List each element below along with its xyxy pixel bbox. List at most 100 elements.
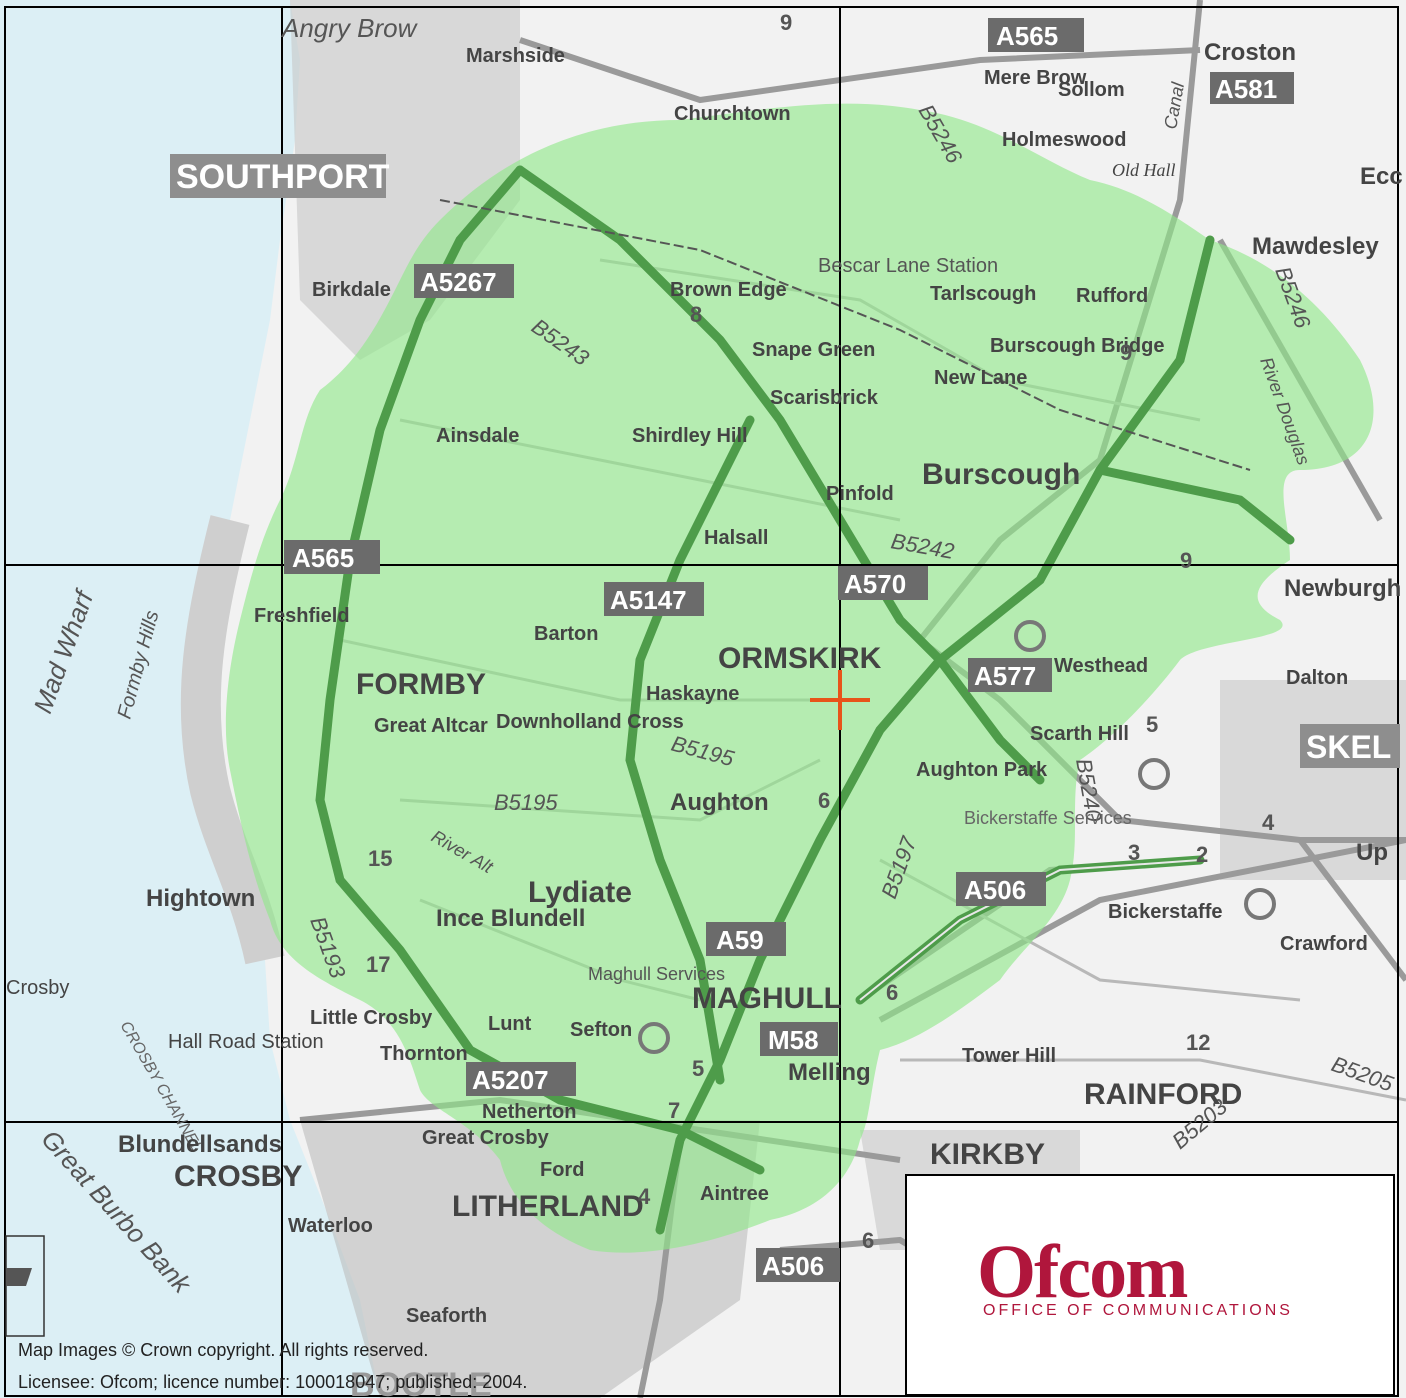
- junction-label: 12: [1186, 1030, 1210, 1055]
- label-melling: Melling: [788, 1059, 871, 1086]
- roundabout-icon: [1138, 758, 1170, 790]
- svg-text:A565: A565: [996, 21, 1058, 51]
- label-ormskirk: ORMSKIRK: [718, 642, 882, 675]
- ofcom-logo-panel: Ofcom OFFICE OF COMMUNICATIONS: [905, 1174, 1395, 1396]
- skel-label-bg: [1300, 724, 1400, 768]
- svg-text:A581: A581: [1215, 74, 1277, 104]
- label-burscough: Burscough: [922, 458, 1080, 491]
- label-marshside: Marshside: [466, 45, 565, 67]
- roundabout-icon: [1014, 620, 1046, 652]
- label-maghull-services: Maghull Services: [588, 964, 725, 984]
- label-waterloo: Waterloo: [288, 1215, 373, 1237]
- road-shield-a5267: A5267: [414, 264, 514, 298]
- label-litherland: LITHERLAND: [452, 1190, 644, 1223]
- junction-label: 2: [1196, 842, 1208, 867]
- roundabouts: [638, 620, 1276, 1054]
- road-label-b5195-b: B5195: [494, 790, 558, 815]
- label-aintree: Aintree: [700, 1183, 769, 1205]
- label-bickerstaffe-services: Bickerstaffe Services: [964, 808, 1132, 828]
- label-shirdley-hill: Shirdley Hill: [632, 425, 748, 447]
- label-mere-brow: Mere Brow: [984, 67, 1087, 89]
- label-rufford: Rufford: [1076, 285, 1148, 307]
- label-old-hall: Old Hall: [1112, 160, 1176, 180]
- junction-label: 6: [818, 788, 830, 813]
- junction-label: 3: [1128, 840, 1140, 865]
- label-ford: Ford: [540, 1159, 584, 1181]
- label-netherton: Netherton: [482, 1101, 576, 1123]
- label-crosby: CROSBY: [174, 1160, 302, 1193]
- label-crosby-small: Crosby: [6, 977, 69, 999]
- label-barton: Barton: [534, 623, 598, 645]
- label-great-crosby: Great Crosby: [422, 1127, 550, 1149]
- label-lunt: Lunt: [488, 1013, 532, 1035]
- label-downholland-cross: Downholland Cross: [496, 711, 684, 733]
- label-rainford: RAINFORD: [1084, 1078, 1242, 1111]
- label-haskayne: Haskayne: [646, 683, 739, 705]
- label-sefton: Sefton: [570, 1019, 632, 1041]
- road-shield-a570: A570: [838, 566, 928, 600]
- label-pinfold: Pinfold: [826, 483, 894, 505]
- label-new-lane: New Lane: [934, 367, 1027, 389]
- junction-label: 5: [692, 1056, 704, 1081]
- label-formby: FORMBY: [356, 668, 486, 701]
- label-maghull: MAGHULL: [692, 982, 842, 1015]
- pier-icon: [6, 1268, 32, 1286]
- junction-label: 5: [1146, 712, 1158, 737]
- label-holmeswood: Holmeswood: [1002, 129, 1126, 151]
- road-shield-a5147: A5147: [604, 582, 704, 616]
- grid-lines: [4, 6, 1399, 1397]
- label-churchtown: Churchtown: [674, 103, 791, 125]
- label-thornton: Thornton: [380, 1043, 468, 1065]
- railway-line: [439, 199, 1251, 471]
- label-newburgh: Newburgh: [1284, 575, 1401, 602]
- junction-label: 7: [668, 1098, 680, 1123]
- svg-text:A577: A577: [974, 661, 1036, 691]
- svg-text:A5267: A5267: [420, 267, 497, 297]
- label-crawford: Crawford: [1280, 933, 1368, 955]
- junction-label: 4: [638, 1184, 651, 1209]
- label-scarisbrick: Scarisbrick: [770, 387, 879, 409]
- label-kirkby: KIRKBY: [930, 1138, 1045, 1171]
- transmitter-site-marker: [810, 670, 870, 730]
- label-ecc: Ecc: [1360, 163, 1403, 190]
- label-lydiate: Lydiate: [528, 876, 632, 909]
- label-hall-road: Hall Road Station: [168, 1031, 324, 1053]
- svg-text:M58: M58: [768, 1025, 819, 1055]
- coverage-area: [225, 103, 1374, 1253]
- label-burscough-bridge: Burscough Bridge: [990, 335, 1164, 357]
- label-croston: Croston: [1204, 39, 1296, 66]
- roundabout-icon: [638, 1022, 670, 1054]
- roundabout-icon: [1244, 888, 1276, 920]
- label-little-crosby: Little Crosby: [310, 1007, 433, 1029]
- road-shield-a577: A577: [968, 658, 1052, 692]
- label-sollom: Sollom: [1058, 79, 1125, 101]
- label-ince-blundell: Ince Blundell: [436, 905, 585, 932]
- label-ainsdale: Ainsdale: [436, 425, 519, 447]
- road-shield-a565-top: A565: [988, 18, 1084, 52]
- svg-text:A5207: A5207: [472, 1065, 549, 1095]
- label-westhead: Westhead: [1054, 655, 1148, 677]
- road-shield-a565-mid: A565: [284, 540, 380, 574]
- label-tower-hill: Tower Hill: [962, 1045, 1056, 1067]
- label-halsall: Halsall: [704, 527, 768, 549]
- label-skel: SKEL: [1306, 729, 1391, 765]
- road-shield-a506-south: A506: [756, 1248, 840, 1282]
- junction-label: 17: [366, 952, 390, 977]
- label-seaforth: Seaforth: [406, 1305, 487, 1327]
- svg-text:A565: A565: [292, 543, 354, 573]
- label-scarth-hill: Scarth Hill: [1030, 723, 1129, 745]
- svg-text:A570: A570: [844, 569, 906, 599]
- road-shield-m58: M58: [760, 1022, 838, 1056]
- label-dalton: Dalton: [1286, 667, 1348, 689]
- label-aughton: Aughton: [670, 789, 769, 816]
- junction-label: 9: [1120, 340, 1132, 365]
- label-hightown: Hightown: [146, 885, 255, 912]
- label-tarlscough: Tarlscough: [930, 283, 1036, 305]
- road-shield-a506-east: A506: [956, 872, 1046, 906]
- ofcom-logo: Ofcom: [977, 1230, 1188, 1314]
- copyright-notice: Map Images © Crown copyright. All rights…: [18, 1334, 527, 1398]
- label-bickerstaffe: Bickerstaffe: [1108, 901, 1223, 923]
- ofcom-tagline: OFFICE OF COMMUNICATIONS: [983, 1302, 1293, 1319]
- copyright-line-1: Map Images © Crown copyright. All rights…: [18, 1340, 429, 1360]
